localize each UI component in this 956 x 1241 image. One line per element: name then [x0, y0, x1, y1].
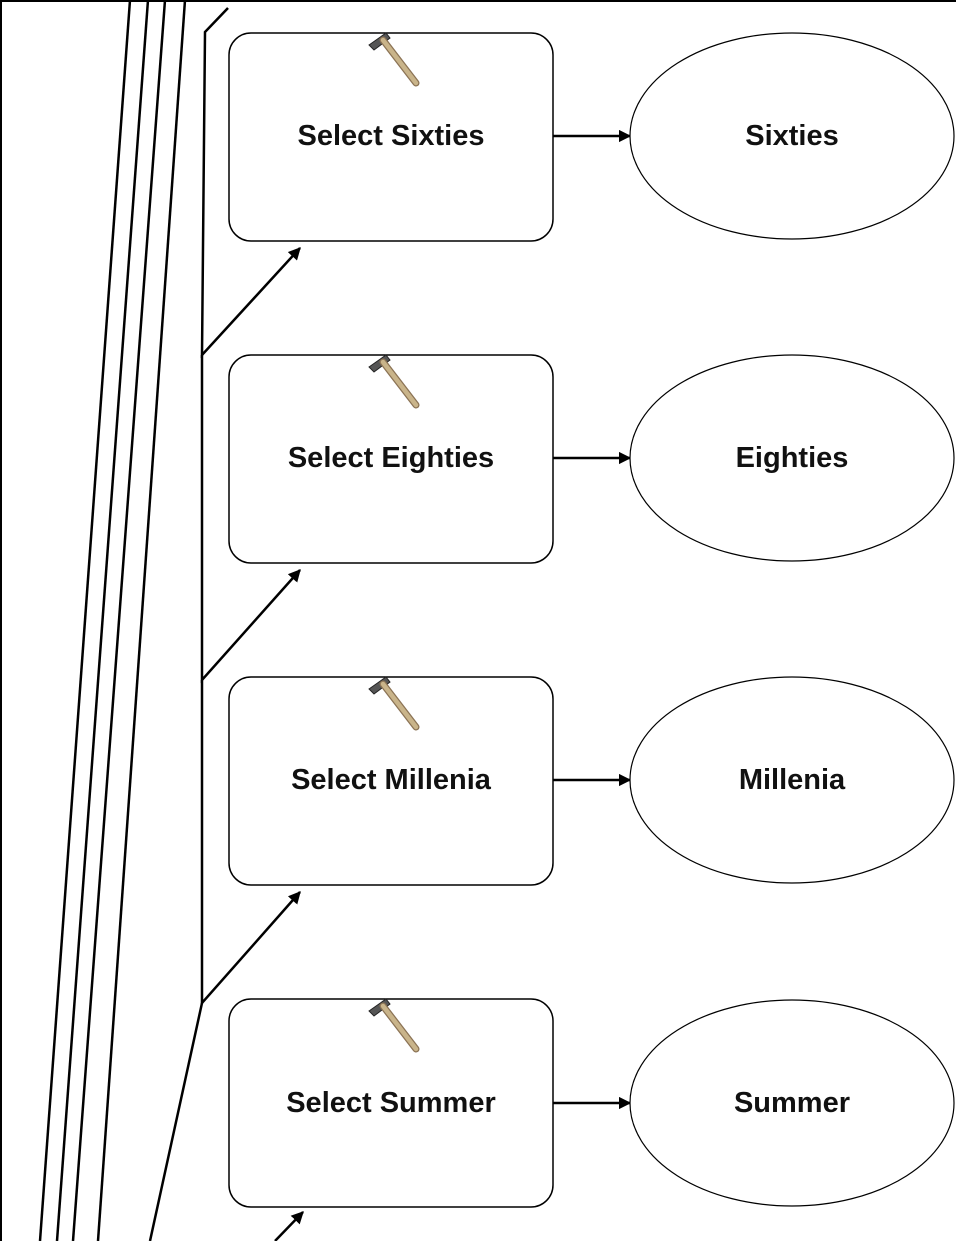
- output-label: Eighties: [736, 442, 849, 474]
- feed-connectors: [148, 7, 304, 1241]
- output-ellipse-millenia[interactable]: [629, 676, 955, 884]
- step-millenia[interactable]: Select Millenia Millenia: [228, 676, 955, 886]
- hammer-icon: [368, 676, 420, 731]
- output-ellipse-eighties[interactable]: [629, 354, 955, 562]
- hammer-icon: [368, 998, 420, 1053]
- tool-label: Select Millenia: [291, 764, 492, 796]
- tool-label: Select Sixties: [298, 120, 485, 152]
- tool-label: Select Summer: [286, 1087, 496, 1119]
- input-wire-3: [71, 0, 167, 1241]
- output-label: Summer: [734, 1087, 850, 1119]
- output-label: Millenia: [739, 764, 846, 796]
- input-wire-2: [55, 0, 150, 1241]
- hammer-icon: [368, 32, 420, 87]
- output-ellipse-sixties[interactable]: [629, 32, 955, 240]
- output-label: Sixties: [745, 120, 839, 152]
- step-eighties[interactable]: Select Eighties Eighties: [228, 354, 955, 564]
- output-ellipse-summer[interactable]: [629, 999, 955, 1207]
- step-sixties[interactable]: Select Sixties Sixties: [228, 32, 955, 242]
- feed-connector-bottom: [274, 1211, 304, 1241]
- feed-connector-4: [148, 1002, 204, 1241]
- input-wire-4: [96, 0, 187, 1241]
- input-wire-1: [38, 0, 132, 1241]
- step-summer[interactable]: Select Summer Summer: [228, 998, 955, 1208]
- tool-label: Select Eighties: [288, 442, 494, 474]
- feed-connector-top: [200, 7, 301, 359]
- input-wires: [38, 0, 187, 1241]
- hammer-icon: [368, 354, 420, 409]
